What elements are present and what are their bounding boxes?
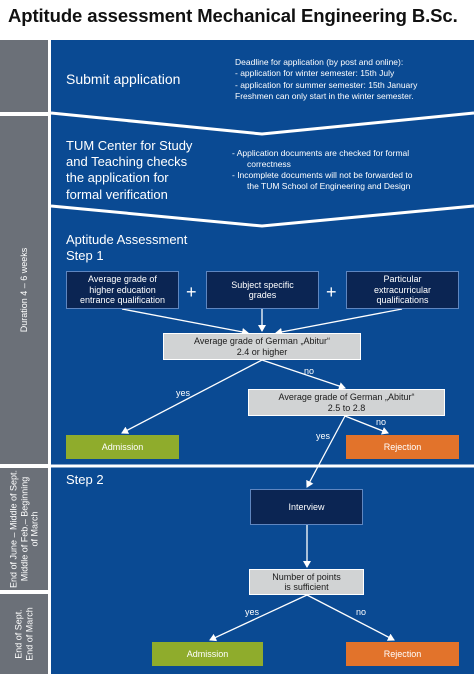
check-bullet2-line1: - Incomplete documents will not be forwa… (232, 170, 413, 180)
step2-rejection: Rejection (346, 642, 459, 666)
sidebar-submit (0, 40, 48, 112)
step2-heading: Step 2 (66, 472, 104, 487)
arrow-no-decision2 (261, 359, 346, 390)
submit-heading: Submit application (66, 71, 181, 87)
check-bullet1-line1: - Application documents are checked for … (232, 148, 410, 158)
points-sufficient-box: Number of points is sufficient (249, 569, 364, 595)
check-bullets: - Application documents are checked for … (232, 148, 412, 192)
criterion3-line2: extracurricular (373, 284, 431, 295)
criterion-average-grade: Average grade of higher education entran… (66, 271, 179, 309)
points-line2: is sufficient (284, 582, 329, 592)
criterion-subject-grades: Subject specific grades (206, 271, 319, 309)
submit-deadlines: Deadline for application (by post and on… (235, 57, 417, 102)
check-bullet1-line2: correctness (247, 159, 291, 169)
arrow-no-rejection (344, 415, 389, 435)
criterion1-line1: Average grade of (88, 274, 157, 285)
check-heading-line2: and Teaching checks (66, 154, 188, 170)
summer-deadline: - application for summer semester: 15th … (235, 79, 418, 90)
deadline-text: Deadline for application (by post and on… (235, 57, 404, 67)
sidebar-result-period: End of Sept. End of March (0, 594, 48, 674)
arrow-yes-interview (306, 415, 346, 488)
separator-chevron-2 (50, 204, 474, 228)
arrow-criteria1 (121, 308, 249, 336)
check-bullet2-line2: the TUM School of Engineering and Design (247, 181, 411, 191)
criterion2-line2: grades (248, 290, 277, 300)
criterion3-line1: Particular (383, 274, 422, 285)
label-no-step1: no (304, 366, 315, 376)
decision2-line1: Average grade of German „Abitur“ (278, 392, 415, 402)
criterion3-line3: qualifications (376, 295, 429, 306)
step1-heading-line2: Step 1 (66, 248, 104, 263)
plus-sign-1: + (186, 282, 197, 302)
decision-grade-2-5-to-2-8: Average grade of German „Abitur“ 2.5 to … (248, 389, 445, 416)
freshmen-note: Freshmen can only start in the winter se… (235, 90, 414, 101)
sidebar-step2-period: End of June – Middle of Sept. Middle of … (0, 468, 48, 590)
decision1-line2: 2.4 or higher (236, 346, 288, 357)
interview-box: Interview (250, 489, 363, 525)
arrow-step2-no (306, 594, 395, 641)
decision-grade-2-4: Average grade of German „Abitur“ 2.4 or … (163, 333, 361, 360)
label-yes-step1: yes (176, 388, 191, 398)
arrow-yes-admission (121, 359, 263, 434)
step2-admission: Admission (152, 642, 263, 666)
criterion1-line2: higher education (89, 284, 156, 295)
step1-rejection: Rejection (346, 435, 459, 459)
criterion-extracurricular: Particular extracurricular qualification… (346, 271, 459, 309)
winter-deadline: - application for winter semester: 15th … (235, 68, 395, 79)
label-yes-decision2: yes (316, 431, 331, 441)
step1-admission: Admission (66, 435, 179, 459)
label-no-step2: no (356, 607, 367, 617)
criterion1-line3: entrance qualification (79, 295, 166, 306)
decision2-line2: 2.5 to 2.8 (327, 402, 366, 413)
check-heading-line3: the application for (66, 170, 169, 186)
separator-chevron-1 (50, 111, 474, 136)
sidebar-duration: Duration 4 – 6 weeks (0, 116, 48, 464)
plus-sign-2: + (326, 282, 337, 302)
check-heading-line4: formal verification (66, 186, 168, 202)
arrow-step2-yes (209, 594, 308, 642)
step1-heading-line1: Aptitude Assessment (66, 232, 188, 247)
check-heading: TUM Center for Study and Teaching checks… (66, 138, 192, 203)
arrow-criteria3 (275, 308, 403, 336)
criterion2-line1: Subject specific (231, 279, 294, 290)
step1-heading: Aptitude Assessment Step 1 (66, 232, 187, 264)
points-line1: Number of points (272, 571, 341, 582)
decision1-line1: Average grade of German „Abitur“ (194, 336, 330, 346)
check-heading-line1: TUM Center for Study (66, 138, 193, 153)
label-no-decision2: no (376, 417, 387, 427)
page-title: Aptitude assessment Mechanical Engineeri… (8, 5, 458, 26)
label-yes-step2: yes (245, 607, 260, 617)
